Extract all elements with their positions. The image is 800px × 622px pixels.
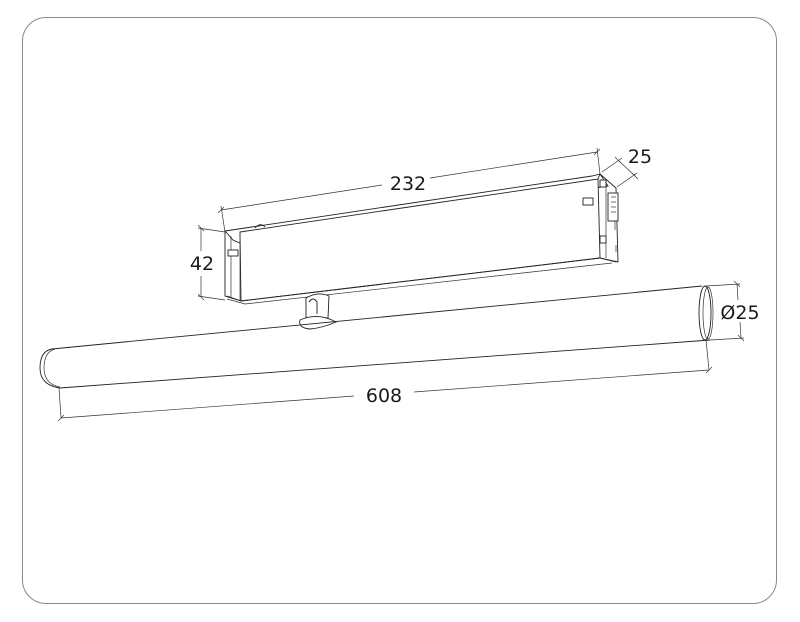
dimension-608: 608 — [57, 339, 713, 422]
dimension-25: 25 — [601, 146, 652, 188]
drawing-frame — [22, 17, 777, 604]
dimension-232: 232 — [217, 147, 601, 233]
tube — [39, 285, 714, 389]
dim-label-608: 608 — [366, 385, 402, 407]
swivel-mount — [299, 293, 338, 330]
dim-label-232: 232 — [390, 173, 426, 195]
dimension-diameter-25: Ø25 — [705, 280, 760, 342]
dimension-42: 42 — [190, 224, 226, 301]
dim-label-42: 42 — [190, 253, 214, 275]
driver-box — [224, 173, 619, 305]
dim-label-diameter: Ø25 — [720, 302, 759, 324]
dim-label-25: 25 — [628, 146, 652, 168]
